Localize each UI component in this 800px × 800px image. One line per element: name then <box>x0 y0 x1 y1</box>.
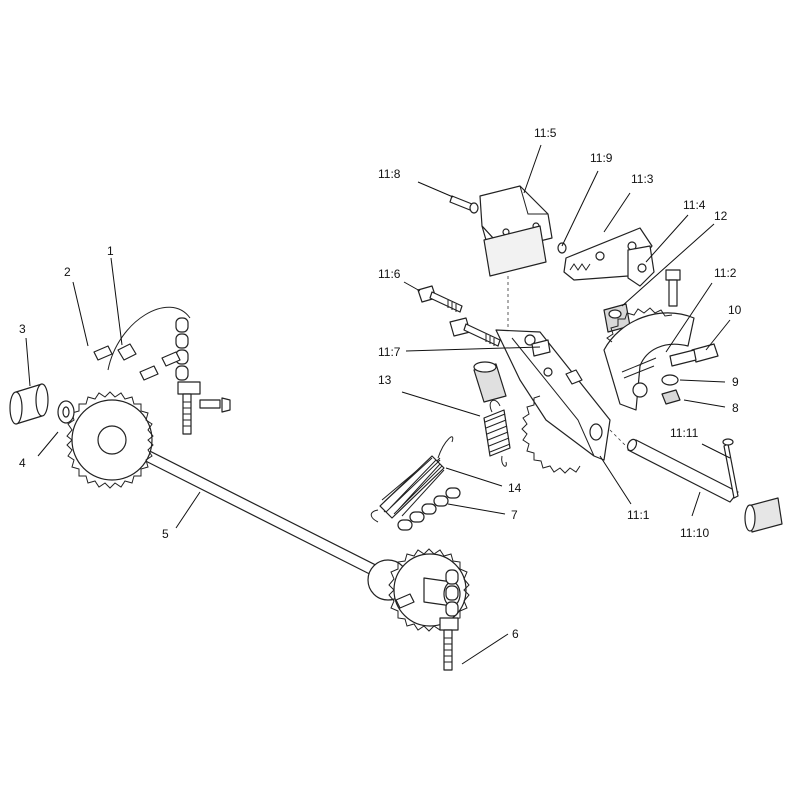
arm <box>627 245 655 287</box>
callout-11-5: 11:5 <box>534 126 557 140</box>
right-shaft <box>626 438 783 533</box>
washer-and-nut <box>661 374 681 405</box>
callout-11-1: 11:1 <box>627 508 650 522</box>
spring-small <box>483 399 511 467</box>
plate-sprocket <box>521 395 581 474</box>
callout-8: 8 <box>732 401 739 415</box>
cotter-ring <box>557 242 567 254</box>
callout-11-8: 11:8 <box>378 167 401 181</box>
left-chain-assembly <box>93 306 231 435</box>
bracket-plate <box>495 329 611 461</box>
spring <box>370 436 454 523</box>
leader-lines <box>25 144 731 665</box>
plate-bushing <box>473 361 507 403</box>
pin <box>449 195 479 214</box>
callout-13: 13 <box>378 373 392 387</box>
callout-7: 7 <box>511 508 518 522</box>
sector-gear <box>603 307 695 411</box>
callout-11-7: 11:7 <box>378 345 401 359</box>
pedal-cover <box>479 185 553 277</box>
hex-bolt <box>665 269 719 367</box>
cotter-pin <box>722 438 739 499</box>
long-bolts <box>417 285 501 347</box>
callout-11-9: 11:9 <box>590 151 613 165</box>
alignment-line <box>609 429 629 449</box>
middle-chain <box>397 487 461 531</box>
right-chain <box>395 569 459 671</box>
callout-14: 14 <box>508 481 522 495</box>
left-chain <box>175 317 189 381</box>
callout-labels: 1 2 3 4 5 6 7 8 9 10 11:1 11:2 11:3 11:4… <box>19 126 742 641</box>
callout-9: 9 <box>732 375 739 389</box>
callout-4: 4 <box>19 456 26 470</box>
callout-11-10: 11:10 <box>680 526 709 540</box>
callout-6: 6 <box>512 627 519 641</box>
callout-12: 12 <box>714 209 728 223</box>
left-sprocket <box>66 391 154 489</box>
callout-3: 3 <box>19 322 26 336</box>
left-washer <box>57 400 75 424</box>
callout-1: 1 <box>107 244 114 258</box>
left-bushing <box>9 383 49 425</box>
callout-11-2: 11:2 <box>714 266 737 280</box>
callout-2: 2 <box>64 265 71 279</box>
callout-5: 5 <box>162 527 169 541</box>
callout-11-6: 11:6 <box>378 267 401 281</box>
callout-11-3: 11:3 <box>631 172 654 186</box>
callout-11-4: 11:4 <box>683 198 706 212</box>
callout-11-11: 11:11 <box>670 426 699 440</box>
callout-10: 10 <box>728 303 742 317</box>
